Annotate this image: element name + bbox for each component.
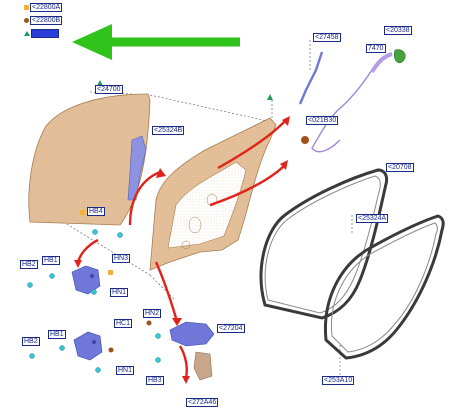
callout-20708: <20708 xyxy=(386,163,414,172)
bracket-25324b xyxy=(127,135,147,201)
legend-code: <22800A xyxy=(30,3,63,12)
callout-25324b: <25324B xyxy=(152,126,185,135)
callout-27458: <27458 xyxy=(313,33,341,42)
callout-text: <253A10 xyxy=(322,376,355,385)
glass-run-27458 xyxy=(298,51,324,105)
callout-hb2-lower: HB2 xyxy=(22,337,40,346)
callout-text: HN3 xyxy=(112,254,131,263)
callout-text: HB3 xyxy=(146,376,164,385)
callout-27204: <27204 xyxy=(217,324,245,333)
door-seal-25324a xyxy=(323,214,445,360)
callout-text: HB2 xyxy=(20,260,38,269)
callout-25324a: <25324A xyxy=(356,214,389,223)
callout-text: HB1 xyxy=(48,330,66,339)
callout-text: <27204 xyxy=(217,324,245,333)
legend-code: <22800B xyxy=(30,16,63,25)
callout-text: <20708 xyxy=(386,163,414,172)
callout-text: HB2 xyxy=(22,337,40,346)
callout-hn2: HN2 xyxy=(143,309,162,318)
hinge-lower xyxy=(73,331,103,361)
callout-hn1-upper: HN1 xyxy=(110,288,129,297)
clips xyxy=(27,229,161,373)
callout-7470: 7470 xyxy=(366,44,386,53)
callout-021b30: <021B30 xyxy=(306,116,339,125)
callout-253a10: <253A10 xyxy=(322,376,355,385)
callout-hb1-upper: HB1 xyxy=(42,256,60,265)
legend-item-triangle: <24630 xyxy=(24,29,59,38)
circle-marker-icon xyxy=(24,18,29,23)
callout-20338: <20338 xyxy=(384,26,412,35)
callout-hn3: HN3 xyxy=(112,254,131,263)
callout-text: <20338 xyxy=(384,26,412,35)
cable-7470 xyxy=(311,69,373,153)
callout-text: <25324B xyxy=(152,126,185,135)
leader-lines xyxy=(59,40,353,376)
fastener-markers xyxy=(80,80,273,353)
latch-27204 xyxy=(169,321,215,347)
triangle-marker-icon xyxy=(24,31,30,36)
callout-text: HB4 xyxy=(87,207,105,216)
callout-text: 7470 xyxy=(366,44,386,53)
callout-hb4: HB4 xyxy=(87,207,105,216)
legend-item-square: <22800A xyxy=(24,3,63,12)
door-seal-20708 xyxy=(259,168,389,320)
callout-hc1: HC1 xyxy=(114,319,133,328)
callout-text: HC1 xyxy=(114,319,133,328)
callout-24700: <24700 xyxy=(95,85,123,94)
callout-text: <021B30 xyxy=(306,116,339,125)
hinge-upper xyxy=(71,265,101,295)
callout-text: <25324A xyxy=(356,214,389,223)
legend-item-circle: <22800B xyxy=(24,16,63,25)
callout-text: HN1 xyxy=(110,288,129,297)
callout-hb2-upper: HB2 xyxy=(20,260,38,269)
callout-272a46: <272A46 xyxy=(186,398,219,407)
callout-hn1-lower: HN1 xyxy=(116,366,135,375)
callout-hb3: HB3 xyxy=(146,376,164,385)
callout-text: <24700 xyxy=(95,85,123,94)
callout-text: <27458 xyxy=(313,33,341,42)
callout-text: HN2 xyxy=(143,309,162,318)
square-marker-icon xyxy=(24,5,29,10)
callout-text: HB1 xyxy=(42,256,60,265)
callout-text: <272A46 xyxy=(186,398,219,407)
callout-hb1-lower: HB1 xyxy=(48,330,66,339)
callout-text: HN1 xyxy=(116,366,135,375)
green-arrow xyxy=(72,24,240,60)
legend-code-highlighted: <24630 xyxy=(31,29,59,38)
